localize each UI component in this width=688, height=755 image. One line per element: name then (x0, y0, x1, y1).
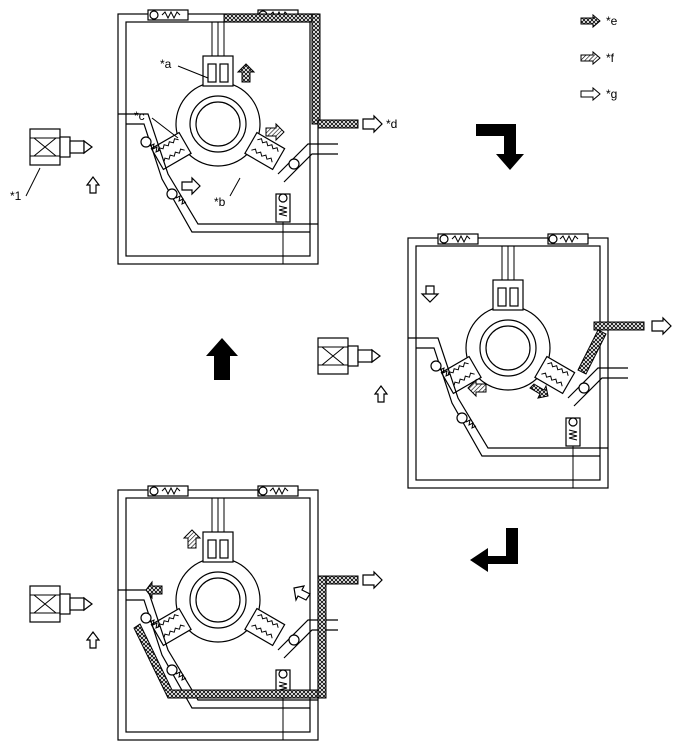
turn-left-arrow-icon (470, 528, 518, 572)
outlet-arrow-icon (362, 570, 383, 590)
crosshatch-arrow-icon (529, 383, 549, 399)
outlet-arrow-icon (651, 316, 672, 336)
flow-arrow-icon (181, 176, 201, 196)
callout-1: *1 (10, 189, 22, 203)
callout-d: *d (386, 117, 397, 131)
crosshatch-arrow-icon (580, 13, 601, 29)
crosshatch-arrow-icon (145, 580, 163, 600)
pump-stage-2 (317, 233, 672, 489)
striped-arrow-icon (580, 50, 601, 66)
pump-stage-3 (29, 485, 383, 741)
outlet-arrow-icon (362, 114, 383, 134)
flow-arrow-icon (293, 585, 311, 602)
legend-label-e: *e (606, 14, 618, 28)
legend-item-g: *g (580, 86, 617, 102)
callout-b: *b (214, 195, 226, 209)
pump-stage-1: *a *c *b *d *1 (10, 9, 397, 265)
crosshatch-arrow-icon (236, 63, 256, 83)
down-flow-arrow-icon (420, 285, 440, 303)
legend-item-e: *e (580, 13, 618, 29)
striped-arrow-icon (265, 122, 285, 142)
turn-down-arrow-icon (476, 124, 524, 170)
striped-arrow-icon (182, 529, 202, 549)
callout-a: *a (160, 57, 172, 71)
callout-c: *c (134, 109, 145, 123)
white-arrow-icon (580, 86, 601, 102)
up-arrow-icon (206, 338, 238, 380)
legend: *e *f *g (580, 13, 618, 102)
striped-arrow-icon (467, 378, 487, 398)
legend-label-f: *f (606, 51, 615, 65)
legend-item-f: *f (580, 50, 615, 66)
legend-label-g: *g (606, 87, 617, 101)
